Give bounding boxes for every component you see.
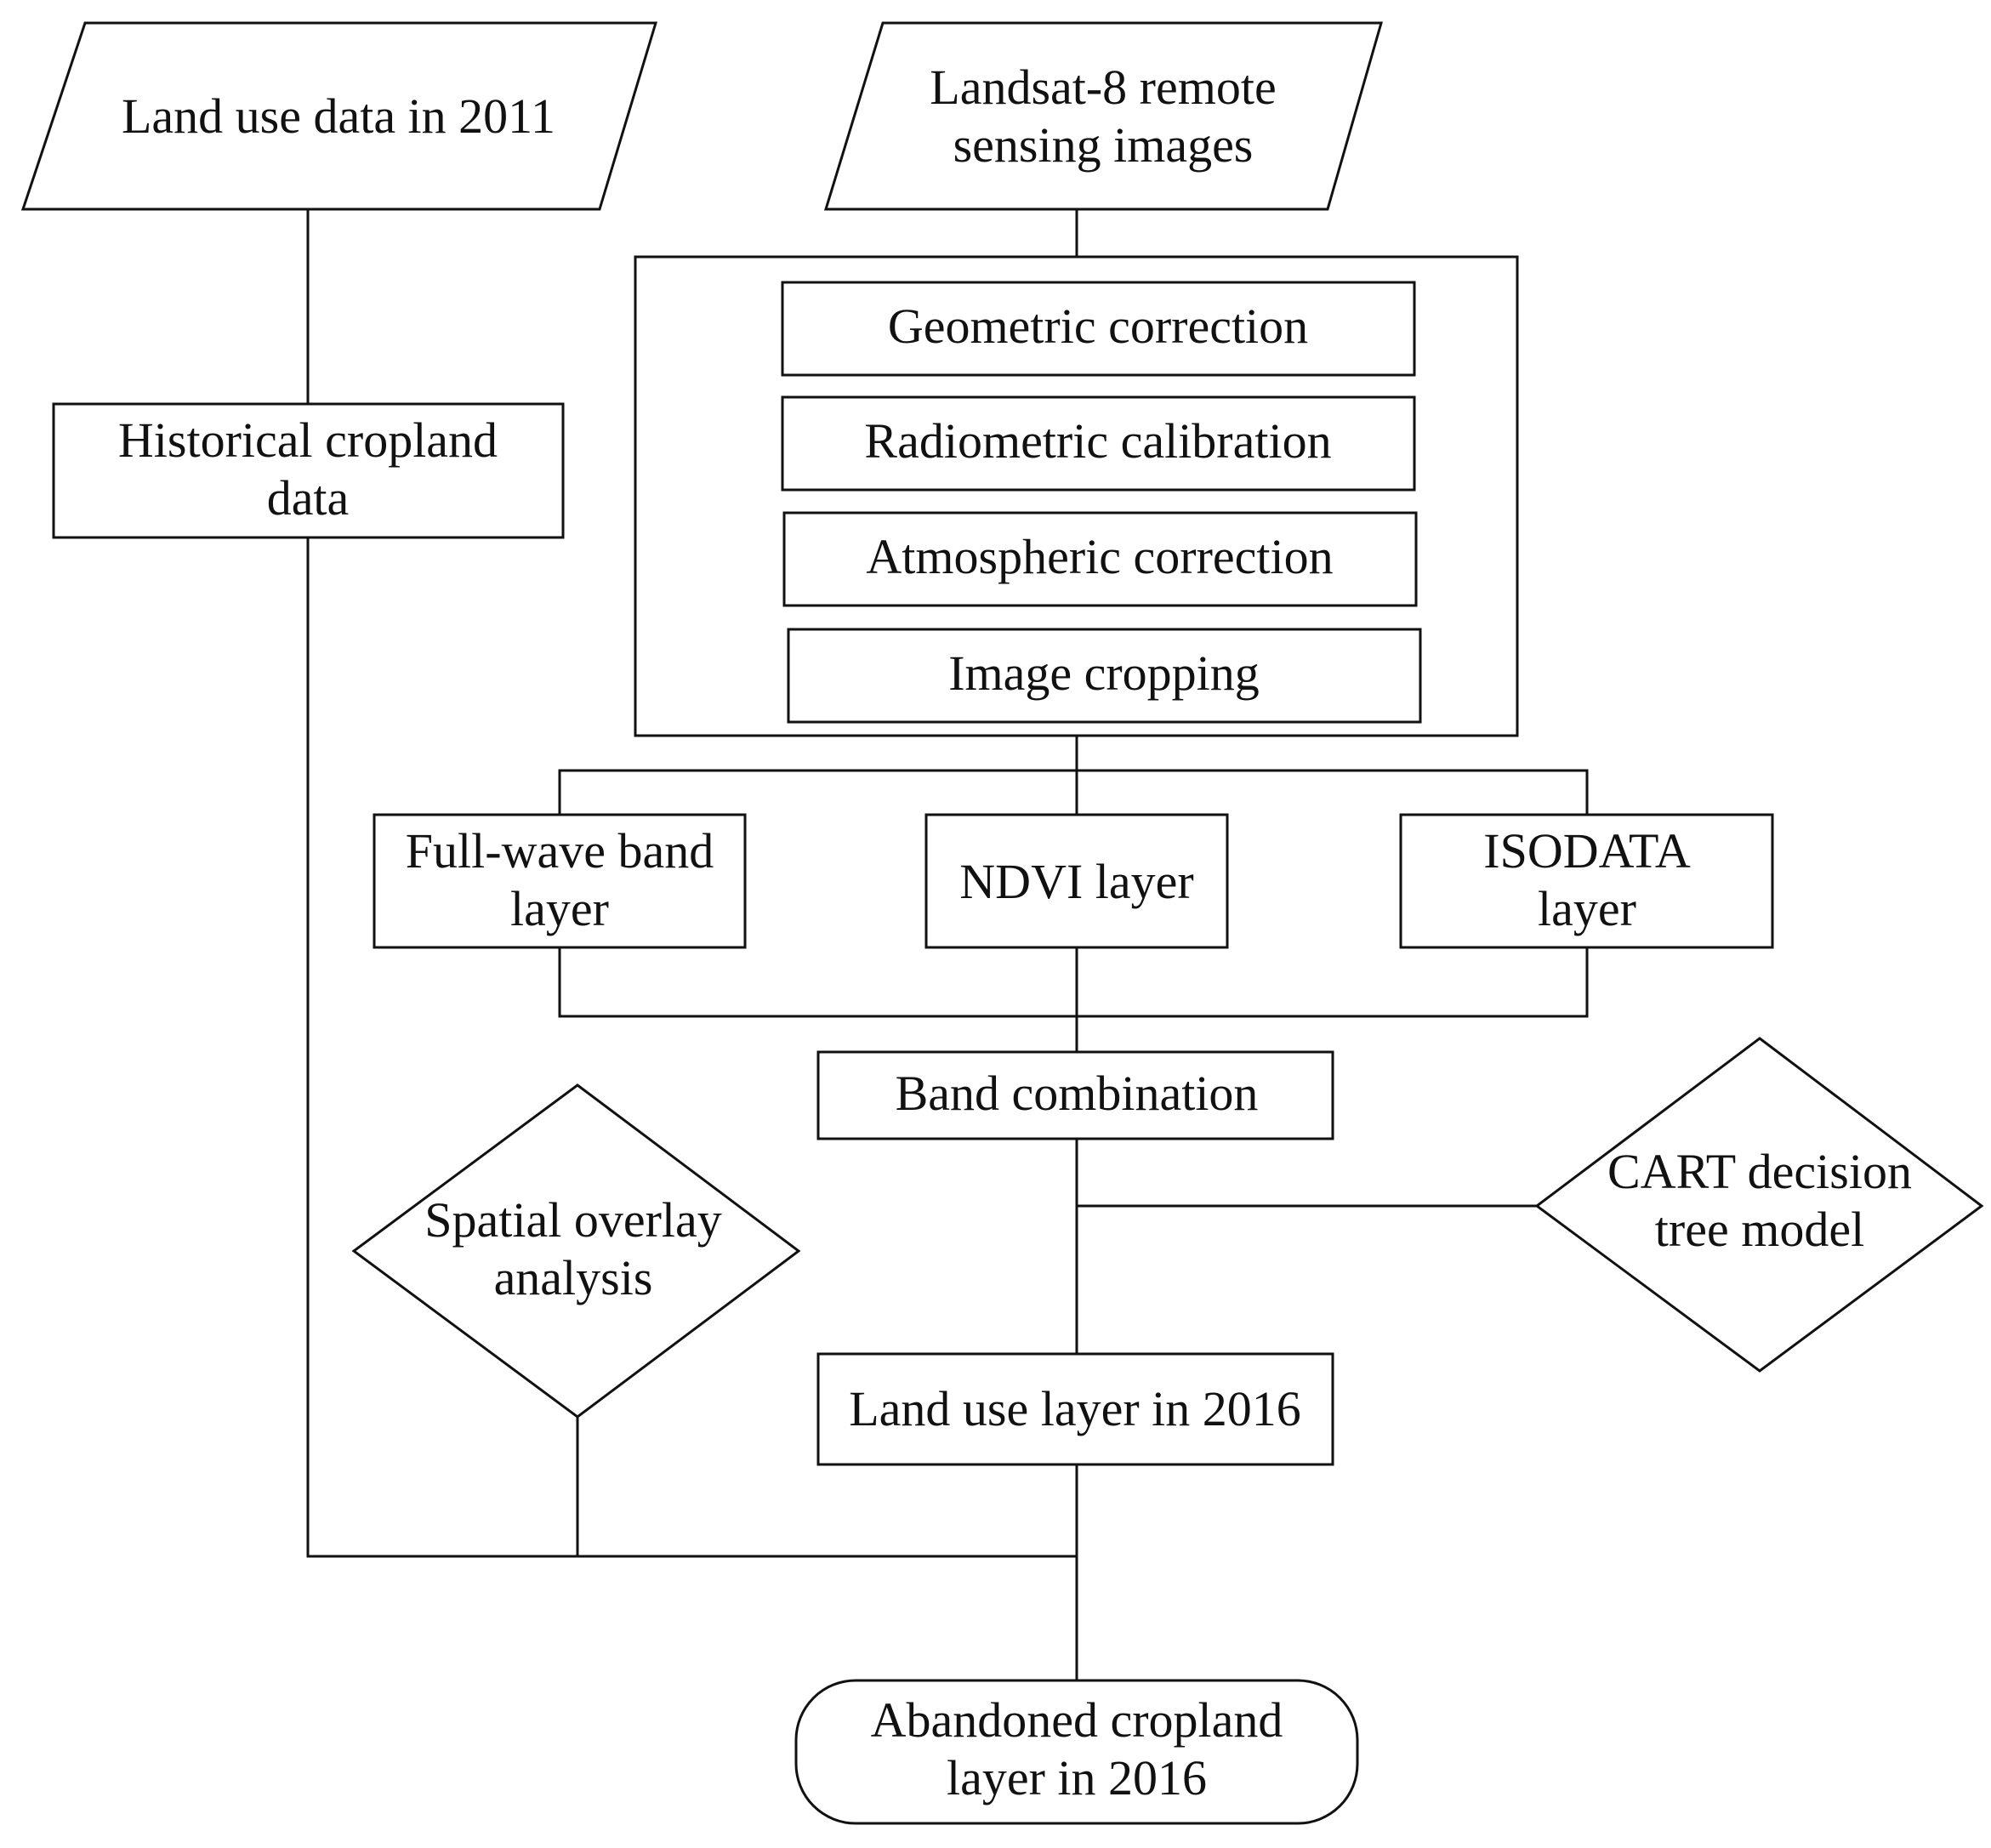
full-wave-band-layer-label-line1: Full-wave band bbox=[406, 823, 714, 879]
landsat-images-node: Landsat-8 remote sensing images bbox=[823, 21, 1383, 211]
historical-cropland-node: Historical cropland data bbox=[52, 402, 565, 539]
connector-historical-to-merge bbox=[306, 537, 1077, 1558]
cart-decision-tree-node: CART decision tree model bbox=[1534, 1037, 1984, 1373]
radiometric-calibration-node: Radiometric calibration bbox=[781, 395, 1416, 492]
full-wave-band-layer-label-line2: layer bbox=[510, 881, 609, 936]
land-use-2011-node: Land use data in 2011 bbox=[20, 21, 658, 211]
connector-branch-top bbox=[558, 769, 1589, 815]
cart-decision-tree-label-line2: tree model bbox=[1655, 1202, 1864, 1257]
ndvi-layer-label: NDVI layer bbox=[959, 854, 1193, 909]
isodata-layer-label-line1: ISODATA bbox=[1483, 823, 1691, 879]
connector-merge-bottom bbox=[558, 947, 1589, 1018]
geometric-correction-label: Geometric correction bbox=[888, 299, 1308, 354]
land-use-2011-label-line1: Land use data in 2011 bbox=[122, 88, 555, 144]
ndvi-layer-node: NDVI layer bbox=[924, 813, 1229, 949]
historical-cropland-label-line1: Historical cropland bbox=[118, 412, 498, 468]
abandoned-cropland-node: Abandoned cropland layer in 2016 bbox=[794, 1679, 1359, 1825]
land-use-layer-2016-node: Land use layer in 2016 bbox=[816, 1352, 1334, 1466]
abandoned-cropland-label-line1: Abandoned cropland bbox=[871, 1692, 1283, 1748]
band-combination-label: Band combination bbox=[896, 1066, 1259, 1121]
historical-cropland-label-line2: data bbox=[267, 470, 350, 526]
spatial-overlay-analysis-node: Spatial overlay analysis bbox=[351, 1083, 801, 1419]
radiometric-calibration-label: Radiometric calibration bbox=[864, 413, 1331, 469]
connectors bbox=[306, 209, 1589, 1680]
spatial-overlay-analysis-label-line1: Spatial overlay bbox=[424, 1192, 722, 1248]
landsat-images-label-line1: Landsat-8 remote bbox=[930, 60, 1276, 115]
cart-decision-tree-label-line1: CART decision bbox=[1607, 1144, 1912, 1199]
abandoned-cropland-label-line2: layer in 2016 bbox=[947, 1750, 1207, 1805]
land-use-layer-2016-label: Land use layer in 2016 bbox=[849, 1381, 1301, 1436]
full-wave-band-layer-node: Full-wave band layer bbox=[373, 813, 747, 949]
landsat-images-label-line2: sensing images bbox=[953, 117, 1254, 173]
image-cropping-label: Image cropping bbox=[948, 645, 1260, 701]
atmospheric-correction-label: Atmospheric correction bbox=[866, 529, 1333, 584]
band-combination-node: Band combination bbox=[816, 1050, 1334, 1140]
image-cropping-node: Image cropping bbox=[787, 628, 1422, 724]
isodata-layer-label-line2: layer bbox=[1538, 881, 1636, 936]
isodata-layer-node: ISODATA layer bbox=[1399, 813, 1774, 949]
geometric-correction-node: Geometric correction bbox=[781, 281, 1416, 377]
spatial-overlay-analysis-label-line2: analysis bbox=[494, 1250, 653, 1305]
atmospheric-correction-node: Atmospheric correction bbox=[782, 511, 1418, 607]
